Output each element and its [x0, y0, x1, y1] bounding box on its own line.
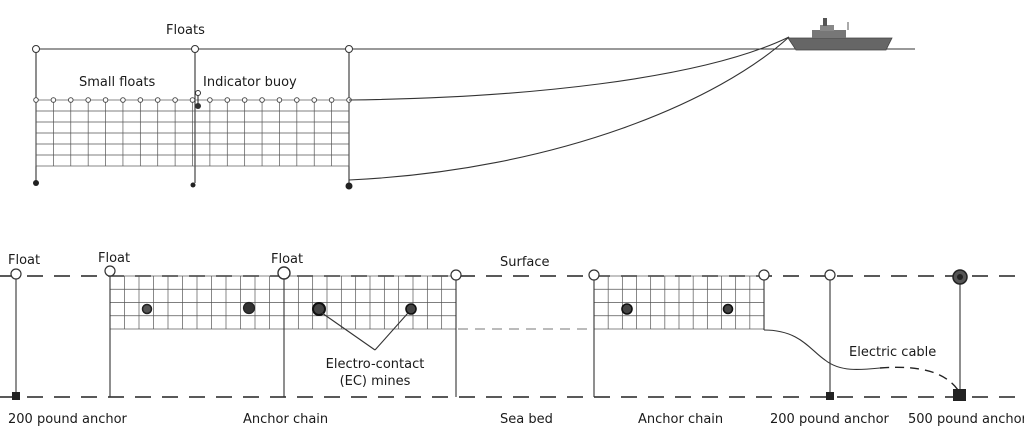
mines-label: Electro-contact	[326, 357, 425, 372]
float-icon	[824, 269, 836, 281]
float-icon	[588, 269, 600, 281]
small-float-icon	[259, 97, 265, 103]
anchor-500-icon	[953, 389, 966, 401]
top-net-diagram: Floats Small floats Indicator buoy	[32, 18, 915, 190]
ship-icon	[787, 18, 893, 51]
ec-mine-icon	[141, 303, 153, 315]
float-icon	[104, 265, 116, 277]
small-float-icon	[224, 97, 231, 103]
float-label: Float	[271, 252, 303, 267]
anchor-200-icon	[12, 392, 20, 400]
small-float-icon	[311, 97, 317, 103]
float-icon	[450, 269, 462, 281]
ec-mine-icon	[312, 302, 326, 316]
small-float-icon	[207, 97, 213, 103]
anchor-weight-icon	[33, 180, 39, 186]
float-label: Float	[98, 251, 130, 266]
anchor-weight-icon	[345, 182, 353, 190]
bottom-mine-diagram: Float Float Float Surface Electro-contac…	[0, 251, 1024, 427]
electric-cable-label: Electric cable	[849, 345, 936, 360]
small-float-icon	[102, 97, 109, 103]
indicator-buoy-mine-icon	[195, 103, 201, 109]
anchor-200-right-label: 200 pound anchor	[770, 412, 890, 427]
net-section-middle	[283, 275, 457, 330]
anchor-chain-right-label: Anchor chain	[638, 412, 723, 427]
mines-pointer-line	[374, 312, 409, 351]
float-label: Float	[8, 253, 40, 268]
small-float-icon	[189, 97, 196, 103]
small-floats-label: Small floats	[79, 75, 155, 90]
net-section-left	[109, 275, 285, 330]
ec-mine-icon	[621, 303, 633, 315]
ec-mine-icon	[242, 301, 256, 315]
tow-line-upper	[348, 36, 790, 101]
mines-label: (EC) mines	[340, 374, 411, 389]
electric-cable-dashed	[879, 366, 959, 391]
anchor-200-icon	[826, 392, 834, 400]
sea-bed-label: Sea bed	[500, 412, 553, 427]
floats-label: Floats	[166, 23, 205, 38]
small-float-icon	[154, 97, 161, 103]
surface-label: Surface	[500, 255, 550, 270]
surface-float	[191, 45, 199, 53]
small-float-icon	[294, 97, 300, 103]
electric-cable-line	[763, 329, 881, 371]
small-float-icon	[120, 97, 126, 103]
anchor-200-left-label: 200 pound anchor	[8, 412, 128, 427]
ec-mine-icon	[722, 303, 734, 315]
top-net-grid	[35, 99, 350, 167]
small-float-icon	[276, 97, 283, 103]
float-icon	[758, 269, 770, 281]
small-float-icon	[172, 97, 178, 103]
ec-mine-icon	[405, 303, 417, 315]
small-float-icon	[85, 97, 91, 103]
anchor-weight-icon	[190, 182, 196, 188]
anchor-chain-left-label: Anchor chain	[243, 412, 328, 427]
mines-pointer-line	[321, 312, 376, 351]
small-float-icon	[50, 97, 57, 103]
tow-line-lower	[348, 36, 790, 181]
float-icon	[277, 266, 291, 280]
anchor-500-label: 500 pound anchor	[908, 412, 1024, 427]
float-icon	[10, 268, 22, 280]
small-float-icon	[137, 97, 144, 103]
small-float-icon	[68, 97, 74, 103]
surface-float	[345, 45, 353, 53]
surface-float	[32, 45, 40, 53]
indicator-buoy-icon	[195, 90, 201, 96]
indicator-buoy-label: Indicator buoy	[203, 75, 297, 90]
small-float-icon	[33, 97, 39, 103]
small-float-icon	[328, 97, 335, 103]
ec-mines	[141, 301, 734, 316]
small-float-icon	[241, 97, 248, 103]
net-section-right	[593, 275, 765, 330]
